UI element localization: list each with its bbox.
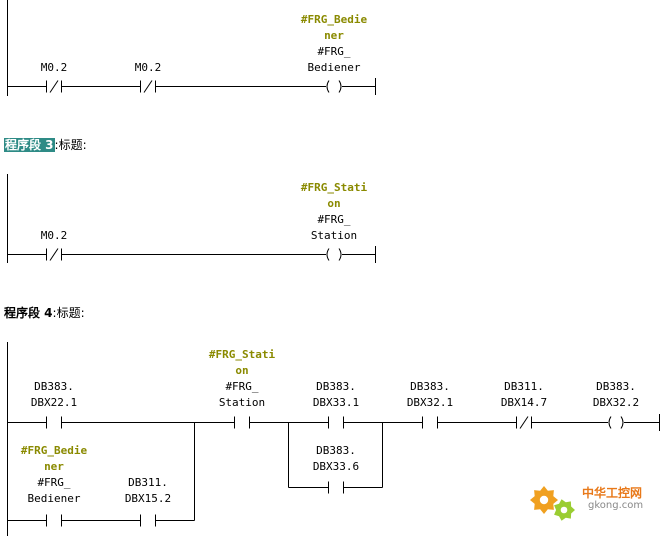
segment-2-contact-2[interactable] [140,80,156,93]
segment-2-contact-1-operand-line-1: M0.2 [41,61,68,74]
segment-4-contact-1-operand-line-2: DBX22.1 [31,396,77,409]
segment-4-contact-8[interactable] [516,416,532,429]
segment-4-contact-5-operand-line-1: DB383. [316,380,356,393]
segment-4-contact-7-operand-line-2: DBX32.1 [407,396,453,409]
segment-4-contact-7-operand-line-1: DB383. [410,380,450,393]
segment-4-contact-2-operand-line-1: #FRG_ [37,476,70,489]
rung-wiring [7,0,660,536]
segment-4-coil[interactable] [608,416,624,429]
segment-4-contact-5-operand-line-2: DBX33.1 [313,396,359,409]
segment-4-contact-3[interactable] [140,514,156,527]
gear-icon [530,486,575,521]
segment-4-contact-6-operand-line-2: DBX33.6 [313,460,359,473]
segment-4-sep: : [52,306,57,320]
segment-4-contact-8-operand-line-1: DB311. [504,380,544,393]
segment-3-name[interactable]: 程序段 3 [4,138,55,152]
segment-2-coil-operand-line-2: Bediener [308,61,361,74]
ladder-elements[interactable] [46,80,624,527]
segment-4-contact-6-operand-line-1: DB383. [316,444,356,457]
segment-3-coil[interactable] [326,248,342,261]
watermark: 中华工控网 gkong.com [528,482,664,528]
segment-4-contact-4-operand-line-2: Station [219,396,265,409]
segment-4-header[interactable]: 程序段 4:标题: [4,305,85,321]
segment-4-contact-7[interactable] [422,416,438,429]
segment-4-contact-5[interactable] [328,416,344,429]
segment-4-contact-4-symbol-line-1: #FRG_Stati [209,348,276,361]
segment-2-coil-symbol-line-1: #FRG_Bedie [301,13,368,26]
segment-3-coil-symbol-line-2: on [327,197,340,210]
segment-4-contact-2-operand-line-2: Bediener [28,492,81,505]
segment-2-coil-operand-line-1: #FRG_ [317,45,350,58]
segment-4-name[interactable]: 程序段 4 [4,306,53,320]
segment-4-contact-2[interactable] [46,514,62,527]
segment-4-contact-4-symbol-line-2: on [235,364,248,377]
segment-4-contact-1-operand-line-1: DB383. [34,380,74,393]
segment-2-contact-2-operand-line-1: M0.2 [135,61,162,74]
segment-3-coil-operand-line-2: Station [311,229,357,242]
segment-4-coil-operand-line-1: DB383. [596,380,636,393]
segment-3-contact-1[interactable] [46,248,62,261]
segment-4-contact-1[interactable] [46,416,62,429]
segment-4-coil-operand-line-2: DBX32.2 [593,396,639,409]
segment-3-title[interactable]: 标题: [58,138,87,152]
segment-4-contact-3-operand-line-2: DBX15.2 [125,492,171,505]
watermark-sub-text: gkong.com [588,500,644,511]
segment-2-coil[interactable] [326,80,342,93]
segment-4-title[interactable]: 标题: [56,306,85,320]
segment-3-sep: : [54,138,59,152]
segment-4-contact-2-symbol-line-2: ner [44,460,64,473]
segment-3-contact-1-operand-line-1: M0.2 [41,229,68,242]
segment-4-contact-6[interactable] [328,481,344,494]
segment-4-contact-4[interactable] [234,416,250,429]
segment-3-coil-symbol-line-1: #FRG_Stati [301,181,368,194]
segment-3-header[interactable]: 程序段 3:标题: [4,137,87,153]
segment-2-coil-symbol-line-2: ner [324,29,344,42]
watermark-main-text: 中华工控网 [582,486,643,500]
segment-4-contact-2-symbol-line-1: #FRG_Bedie [21,444,88,457]
segment-2-contact-1[interactable] [46,80,62,93]
segment-4-contact-4-operand-line-1: #FRG_ [225,380,258,393]
segment-4-contact-3-operand-line-1: DB311. [128,476,168,489]
segment-3-coil-operand-line-1: #FRG_ [317,213,350,226]
segment-4-contact-8-operand-line-2: DBX14.7 [501,396,547,409]
